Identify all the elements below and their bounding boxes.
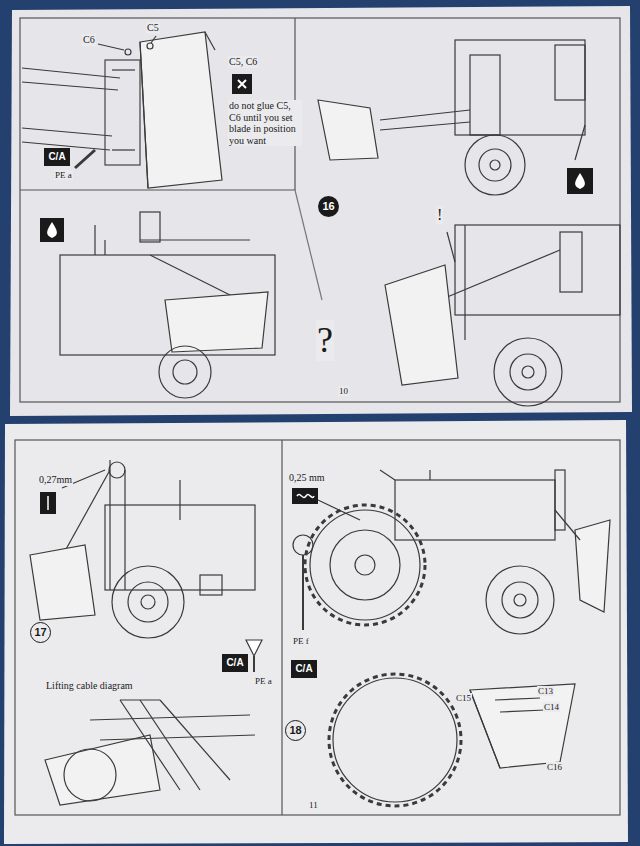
step-number: 17 (30, 622, 51, 643)
part-number: C5, C6 (228, 56, 258, 68)
part-number: C13 (537, 686, 554, 696)
glue-icon-box: C/A (291, 660, 317, 678)
label: PE f (292, 636, 310, 646)
label: Lifting cable diagram (45, 680, 134, 692)
part-number: C6 (82, 34, 96, 46)
step-number: 18 (285, 720, 306, 741)
label: PE a (54, 170, 73, 180)
step-number-text: 18 (289, 725, 301, 736)
glue-icon-box: C/A (222, 654, 248, 672)
label: 0,27mm (38, 474, 73, 486)
label: 11 (308, 800, 319, 810)
label: ! (436, 206, 443, 224)
step-number: 16 (318, 196, 339, 217)
label: PE a (254, 676, 273, 686)
label: 10 (338, 386, 349, 396)
part-number: C15 (455, 693, 472, 703)
step-number-text: 17 (34, 627, 46, 638)
step-number-text: 16 (322, 201, 334, 212)
part-number: C16 (546, 762, 563, 772)
glue-label: C/A (226, 658, 243, 668)
glue-label: C/A (295, 664, 312, 674)
part-number: C5 (146, 22, 160, 34)
instruction-note: do not glue C5, C6 until you set blade i… (228, 100, 302, 146)
label: ? (316, 320, 334, 361)
label: 0,25 mm (288, 472, 326, 484)
part-number: C14 (543, 702, 560, 712)
glue-icon-box: C/A (44, 148, 70, 166)
glue-label: C/A (48, 152, 65, 162)
